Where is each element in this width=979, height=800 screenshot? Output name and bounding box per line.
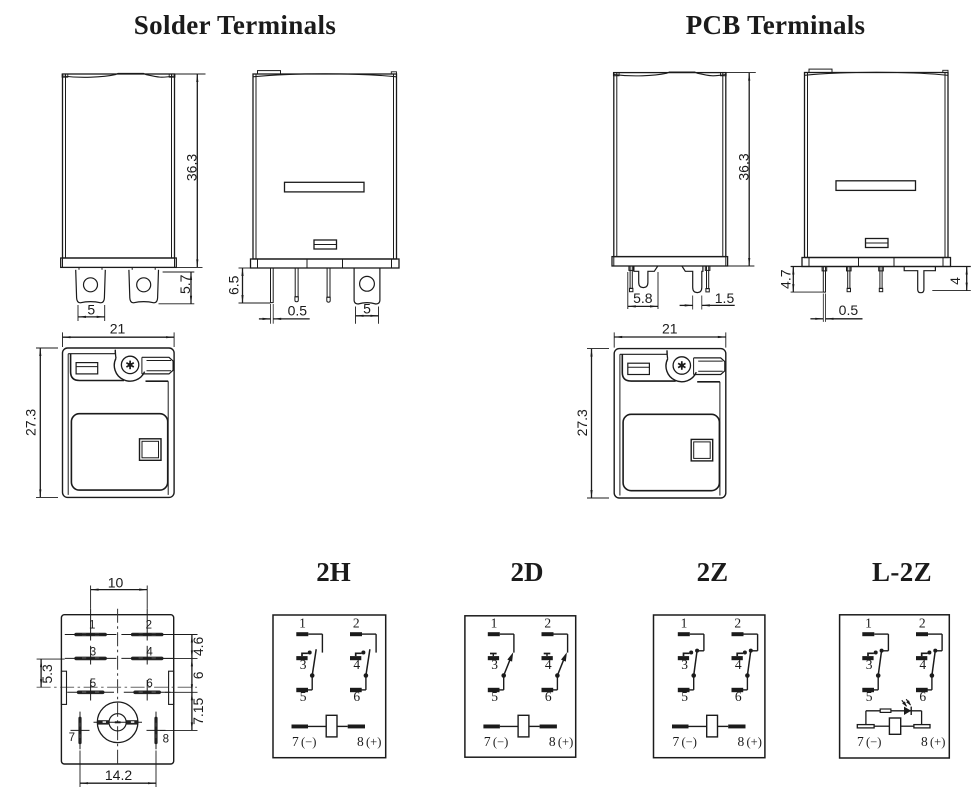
- svg-text:7: 7: [69, 732, 75, 744]
- svg-text:PCB Terminals: PCB Terminals: [686, 10, 866, 40]
- svg-text:2: 2: [734, 616, 741, 631]
- svg-text:6: 6: [545, 689, 552, 704]
- svg-text:4.6: 4.6: [190, 636, 206, 656]
- svg-text:2Z: 2Z: [697, 557, 729, 587]
- svg-text:1: 1: [865, 616, 872, 631]
- svg-text:36.3: 36.3: [736, 153, 752, 180]
- svg-text:5: 5: [363, 300, 371, 316]
- svg-text:8: 8: [163, 734, 169, 746]
- svg-text:L-2Z: L-2Z: [872, 557, 932, 587]
- svg-text:5: 5: [491, 689, 498, 704]
- svg-text:7: 7: [484, 734, 491, 749]
- svg-text:7.15: 7.15: [190, 697, 206, 724]
- svg-text:8: 8: [738, 734, 745, 749]
- svg-text:3: 3: [681, 657, 688, 672]
- svg-text:5.7: 5.7: [177, 274, 193, 294]
- svg-text:2: 2: [544, 616, 551, 631]
- svg-text:6: 6: [735, 689, 742, 704]
- svg-text:8: 8: [357, 734, 364, 749]
- svg-text:5.8: 5.8: [633, 290, 653, 306]
- svg-text:10: 10: [108, 574, 124, 590]
- svg-text:2: 2: [353, 616, 360, 631]
- svg-text:1: 1: [299, 616, 306, 631]
- svg-text:8: 8: [921, 734, 928, 749]
- svg-text:6: 6: [919, 689, 926, 704]
- svg-text:6: 6: [190, 671, 206, 679]
- svg-text:5: 5: [866, 689, 873, 704]
- svg-text:(+): (+): [747, 735, 762, 749]
- svg-text:7: 7: [673, 734, 680, 749]
- svg-text:(−): (−): [866, 735, 881, 749]
- svg-text:21: 21: [110, 320, 126, 336]
- svg-text:(−): (−): [493, 735, 508, 749]
- svg-text:2: 2: [146, 619, 152, 631]
- svg-text:(+): (+): [366, 735, 381, 749]
- svg-text:(+): (+): [558, 735, 573, 749]
- svg-text:4: 4: [545, 657, 552, 672]
- svg-text:7: 7: [857, 734, 864, 749]
- svg-text:7: 7: [292, 734, 299, 749]
- svg-text:6.5: 6.5: [225, 275, 241, 295]
- svg-text:4: 4: [146, 647, 153, 659]
- svg-text:1: 1: [89, 619, 95, 631]
- svg-text:27.3: 27.3: [574, 409, 590, 436]
- svg-text:4: 4: [919, 657, 926, 672]
- svg-text:(−): (−): [682, 735, 697, 749]
- svg-text:5: 5: [300, 689, 307, 704]
- svg-text:3: 3: [90, 647, 96, 659]
- svg-text:27.3: 27.3: [23, 409, 39, 436]
- svg-text:4: 4: [353, 657, 360, 672]
- svg-text:1: 1: [681, 616, 688, 631]
- svg-text:36.3: 36.3: [184, 154, 200, 181]
- svg-text:2D: 2D: [511, 557, 544, 587]
- svg-text:2: 2: [919, 616, 926, 631]
- svg-text:6: 6: [146, 678, 152, 690]
- svg-text:4: 4: [947, 277, 963, 285]
- svg-text:8: 8: [549, 734, 556, 749]
- svg-text:Solder Terminals: Solder Terminals: [134, 10, 336, 40]
- svg-text:5.3: 5.3: [39, 664, 55, 684]
- svg-text:5: 5: [681, 689, 688, 704]
- svg-text:(+): (+): [930, 735, 945, 749]
- svg-text:21: 21: [662, 320, 678, 336]
- svg-text:1.5: 1.5: [715, 290, 735, 306]
- svg-text:0.5: 0.5: [288, 302, 308, 318]
- svg-text:2H: 2H: [316, 557, 351, 587]
- svg-text:3: 3: [866, 657, 873, 672]
- svg-text:3: 3: [300, 657, 307, 672]
- svg-text:14.2: 14.2: [105, 767, 132, 783]
- svg-text:4: 4: [735, 657, 742, 672]
- svg-text:5: 5: [90, 678, 96, 690]
- svg-text:5: 5: [87, 301, 95, 317]
- svg-text:(−): (−): [301, 735, 316, 749]
- svg-text:3: 3: [491, 657, 498, 672]
- svg-text:4.7: 4.7: [777, 269, 793, 289]
- svg-text:6: 6: [353, 689, 360, 704]
- svg-text:0.5: 0.5: [839, 302, 859, 318]
- svg-text:1: 1: [491, 616, 498, 631]
